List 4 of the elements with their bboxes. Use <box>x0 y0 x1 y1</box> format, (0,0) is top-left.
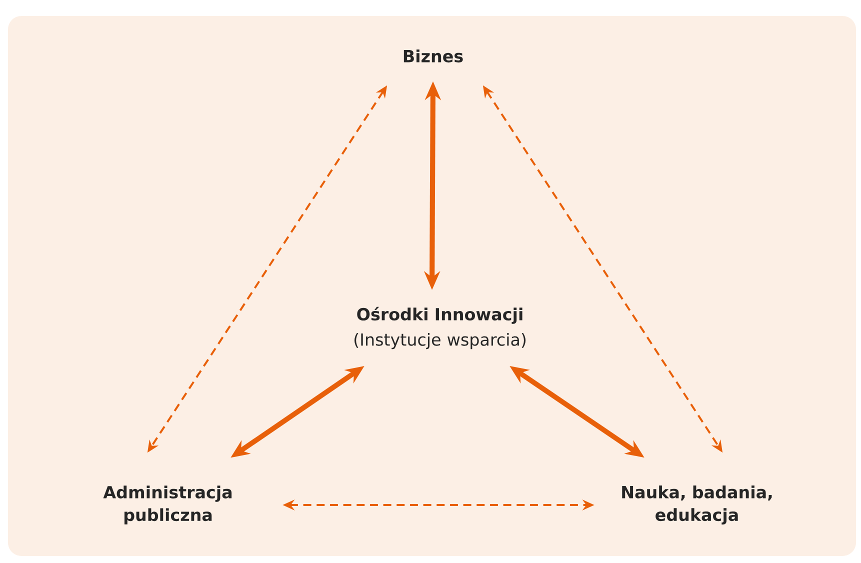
node-label: Nauka, badania, edukacja <box>622 486 772 524</box>
node-label: Ośrodki Innowacji (Instytucje wsparcia) <box>354 306 526 350</box>
node-label: Biznes <box>404 50 463 62</box>
node-label: Administracja publiczna <box>103 486 232 524</box>
